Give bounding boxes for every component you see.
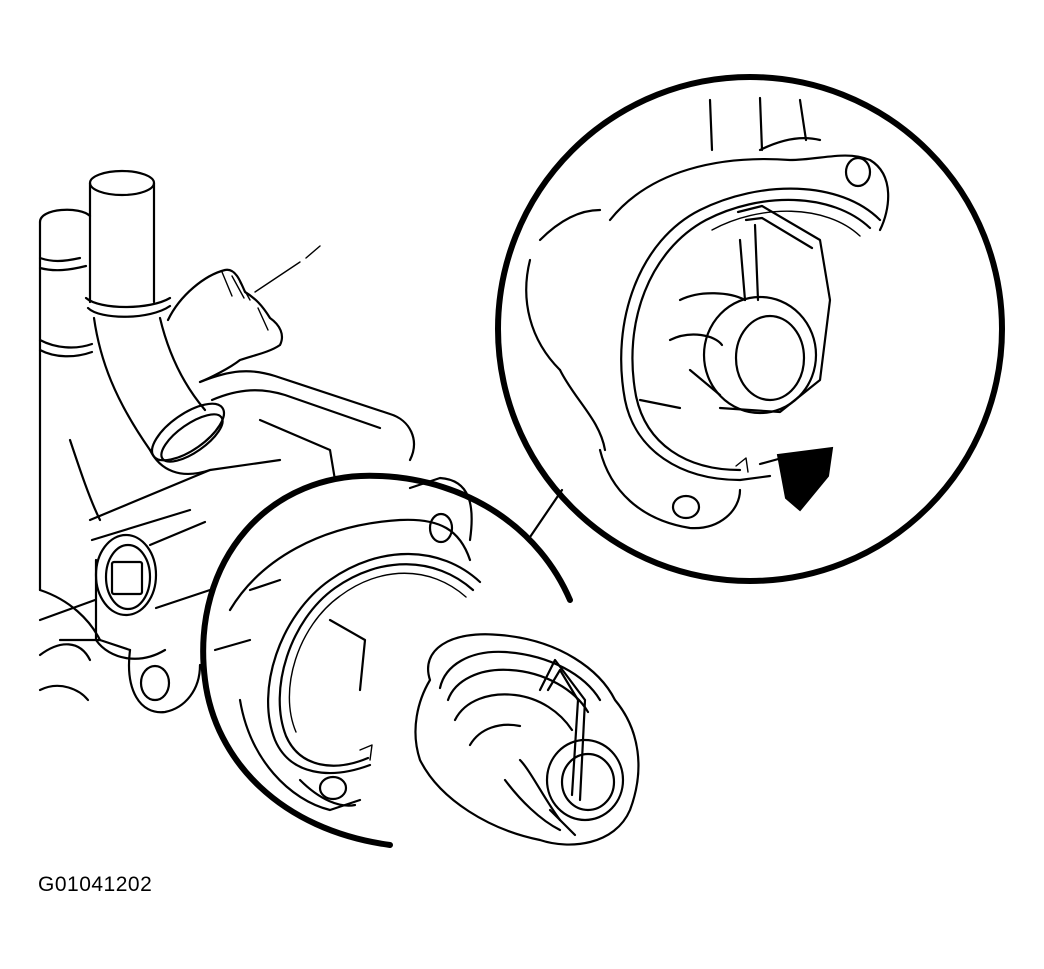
figure-code-label: G01041202	[38, 873, 153, 896]
magnify-leader-line	[526, 488, 564, 542]
installed-view-circle	[495, 74, 1005, 584]
thermostat	[414, 633, 640, 846]
housing-seal-view	[200, 472, 573, 848]
alignment-arrow-icon	[776, 446, 834, 512]
engine-housing	[38, 169, 415, 714]
